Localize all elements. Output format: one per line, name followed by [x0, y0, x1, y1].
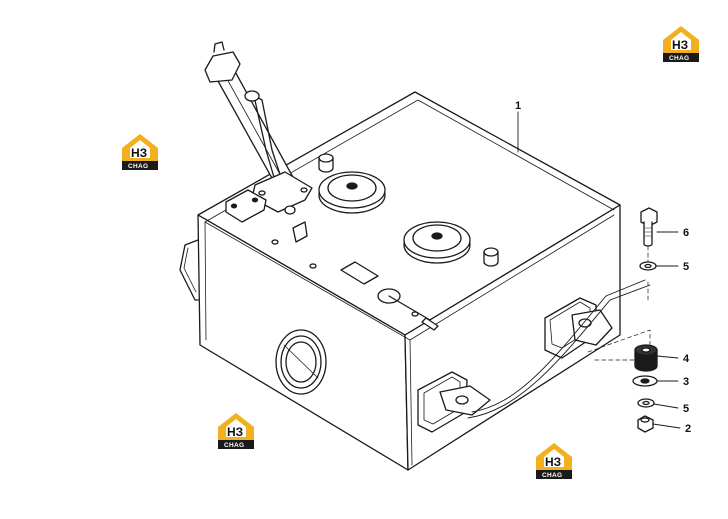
top-cap-2	[403, 221, 471, 264]
top-bosses	[271, 153, 499, 317]
svg-text:CHAG: CHAG	[542, 472, 562, 479]
leader-lines	[517, 111, 681, 429]
bolt	[640, 207, 658, 247]
callout-4: 4	[683, 353, 690, 365]
svg-text:CHAG: CHAG	[224, 442, 244, 449]
sender-plate	[340, 261, 379, 285]
svg-text:НЗ: НЗ	[672, 38, 688, 52]
level-sensor	[377, 288, 439, 331]
callout-labels: 1 6 5 4 3 5 2	[515, 100, 691, 435]
svg-text:НЗ: НЗ	[227, 425, 243, 439]
nut	[637, 415, 654, 433]
front-inspection-port	[275, 329, 327, 395]
watermark-logo-left: НЗ CHAG	[122, 134, 158, 170]
callout-5-upper: 5	[683, 261, 689, 273]
watermark-logo-bottom-center: НЗ CHAG	[536, 443, 572, 479]
callout-2: 2	[685, 423, 691, 435]
fuel-tank	[179, 91, 621, 471]
hardware-stack	[632, 207, 658, 433]
filler-cap	[204, 51, 241, 83]
watermark-logo-top-right: НЗ CHAG	[663, 26, 699, 62]
washer-upper	[639, 261, 657, 271]
large-washer	[632, 375, 658, 387]
watermark-logo-bottom-left: НЗ CHAG	[218, 413, 254, 449]
mount-bracket-front	[417, 371, 491, 433]
left-bracket	[179, 239, 199, 301]
rubber-mount	[634, 344, 658, 372]
callout-5-lower: 5	[683, 403, 689, 415]
callout-1: 1	[515, 100, 521, 112]
small-bracket	[292, 221, 308, 243]
callout-6: 6	[683, 227, 689, 239]
svg-text:НЗ: НЗ	[545, 455, 561, 469]
svg-text:CHAG: CHAG	[128, 163, 148, 170]
filler-neck	[204, 41, 313, 223]
washer-lower	[637, 398, 655, 408]
mount-rail	[467, 284, 651, 419]
svg-text:CHAG: CHAG	[669, 55, 689, 62]
callout-3: 3	[683, 376, 689, 388]
svg-text:НЗ: НЗ	[131, 146, 147, 160]
top-cap-1	[318, 171, 386, 214]
